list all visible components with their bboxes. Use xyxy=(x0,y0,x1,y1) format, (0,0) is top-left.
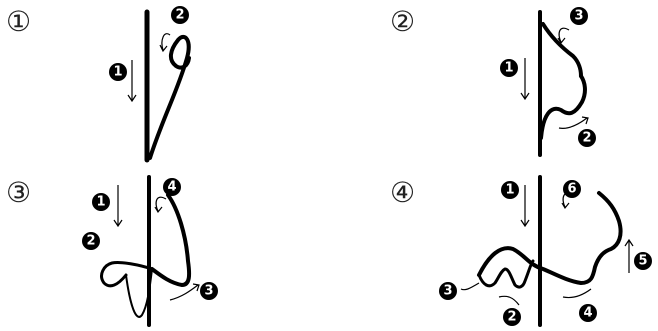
arrow-curve xyxy=(461,283,479,290)
arrow-curve xyxy=(563,289,591,298)
svg-text:1: 1 xyxy=(96,195,105,210)
panel-3: ③ 1 2 3 4 xyxy=(0,165,329,330)
svg-text:1: 1 xyxy=(113,65,122,80)
step-badge: 2 xyxy=(82,232,100,250)
step-badge: 1 xyxy=(92,193,110,211)
hook-stroke xyxy=(150,37,189,158)
step-badge: 2 xyxy=(503,308,521,326)
svg-text:3: 3 xyxy=(443,284,452,299)
svg-text:6: 6 xyxy=(567,182,576,197)
step-badge: 3 xyxy=(439,282,457,300)
arrow-down xyxy=(521,58,529,99)
stroke-diagram-3: 1 2 3 4 xyxy=(0,165,329,330)
svg-text:2: 2 xyxy=(507,310,516,325)
svg-text:2: 2 xyxy=(175,8,184,23)
panel-2: ② 1 2 3 xyxy=(329,0,658,165)
panel-4: ④ 1 2 3 4 5 6 xyxy=(329,165,658,330)
step-badge: 5 xyxy=(634,252,652,270)
step-badge: 2 xyxy=(578,129,596,147)
upper-curve xyxy=(543,24,581,76)
arrow-down xyxy=(128,60,136,101)
step-badge: 1 xyxy=(109,63,127,81)
stroke-diagram-2: 1 2 3 xyxy=(329,0,658,165)
svg-text:4: 4 xyxy=(583,306,592,321)
step-badge: 3 xyxy=(570,7,588,25)
svg-text:2: 2 xyxy=(582,131,591,146)
stroke-diagram-4: 1 2 3 4 5 6 xyxy=(329,165,658,330)
step-badge: 1 xyxy=(501,181,519,199)
svg-text:4: 4 xyxy=(167,180,176,195)
svg-text:3: 3 xyxy=(574,9,583,24)
step-badge: 2 xyxy=(171,6,189,24)
arrow-down xyxy=(521,185,529,226)
arrow-curve xyxy=(499,296,519,305)
step-badge: 4 xyxy=(163,178,181,196)
step-badge: 6 xyxy=(563,180,581,198)
arrow-down xyxy=(114,185,122,226)
svg-text:2: 2 xyxy=(86,234,95,249)
wave-stroke xyxy=(152,195,189,285)
arrow-curve xyxy=(155,197,166,212)
svg-text:5: 5 xyxy=(638,254,647,269)
arrow-curve xyxy=(558,28,569,43)
wave-stroke xyxy=(479,193,621,283)
step-badge: 4 xyxy=(579,304,597,322)
step-badge: 1 xyxy=(500,59,518,77)
arrow-curve xyxy=(160,34,170,51)
panel-1: ① 1 2 xyxy=(0,0,329,165)
svg-text:1: 1 xyxy=(504,61,513,76)
stroke-diagram-1: 1 2 xyxy=(0,0,329,165)
arrow-up xyxy=(625,240,633,273)
step-badge: 3 xyxy=(200,282,218,300)
svg-text:3: 3 xyxy=(204,284,213,299)
svg-text:1: 1 xyxy=(505,183,514,198)
arrow-curve xyxy=(559,117,588,128)
zigzag-stroke xyxy=(479,261,533,287)
